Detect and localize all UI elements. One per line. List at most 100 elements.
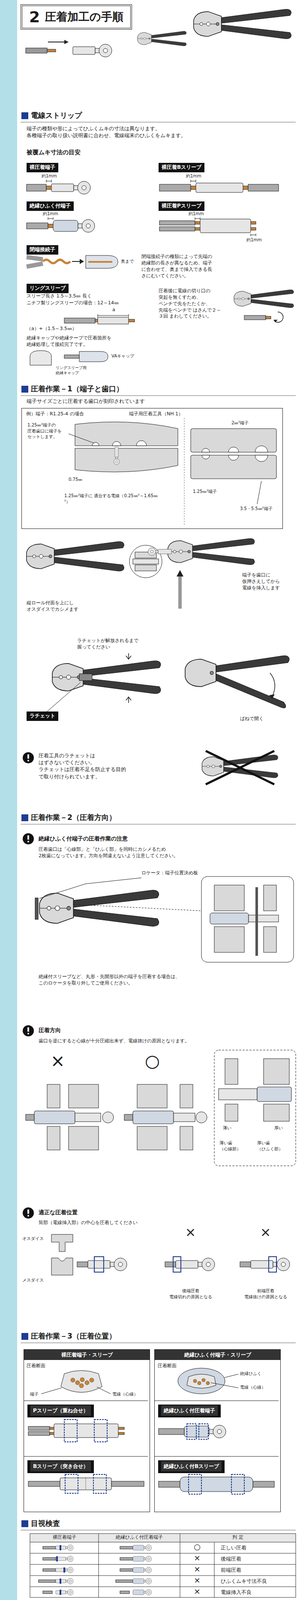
strip-figure bbox=[159, 220, 195, 225]
category-tag: 絶縁ひふく付圧着端子 bbox=[158, 1404, 221, 1418]
note-text: 端子 bbox=[30, 1391, 39, 1398]
locator-figure bbox=[214, 885, 245, 911]
node-text: 裸圧着端子 bbox=[29, 163, 56, 171]
category-tag: 絶縁ひふく付端子 bbox=[26, 201, 74, 211]
direction-figure bbox=[34, 1110, 75, 1124]
table-cell: 判 定 bbox=[180, 1534, 296, 1541]
position-figure bbox=[175, 1257, 215, 1271]
inspection-table bbox=[42, 1590, 53, 1594]
ratchet-figure bbox=[214, 673, 286, 708]
category-tag: リングスリーブ bbox=[26, 283, 69, 294]
node-text: 絶縁ひふく付圧着端子 bbox=[161, 1405, 218, 1416]
position-figure bbox=[51, 1257, 73, 1275]
direction-figure bbox=[180, 1084, 193, 1108]
inspection-table bbox=[59, 1578, 62, 1584]
direction-figure bbox=[263, 1104, 290, 1122]
dimension-label: 約1mm bbox=[246, 237, 262, 243]
crimp-position-figure bbox=[201, 1378, 206, 1382]
note-text: 絶縁キャップや絶縁テープで圧着箇所を 絶縁処理して接続完了です。 bbox=[26, 335, 130, 348]
direction-figure bbox=[47, 1084, 60, 1108]
node-text: 端子用圧着工具（NH 1） bbox=[129, 411, 183, 418]
locator-figure bbox=[263, 885, 277, 911]
direction-figure bbox=[214, 1050, 296, 1166]
tool-use-figure bbox=[26, 538, 255, 609]
node-text: 絶縁ひふく付端子 bbox=[29, 202, 71, 210]
note-text: 2㎜²端子 bbox=[231, 420, 249, 426]
die-figure bbox=[190, 428, 277, 453]
note-text: 歯口を逆にすると心線が十分圧縮出来ず、電線抜けの原因となります。 bbox=[38, 1038, 190, 1045]
direction-figure bbox=[225, 1104, 238, 1122]
inspection-table bbox=[55, 1578, 74, 1584]
warning-icon bbox=[22, 1025, 34, 1037]
direction-figure bbox=[137, 1084, 168, 1108]
note-text: 圧着工具のラチェットは はずさないでください。 ラチェットは圧着不足を防止する目… bbox=[38, 752, 133, 780]
crimp-position-figure bbox=[84, 1380, 90, 1385]
note-text: リングスリーブ用 絶縁キャップ bbox=[55, 365, 103, 376]
category-tag: 裸圧着Pスリーブ bbox=[158, 201, 205, 211]
table-panel: 絶縁ひふく付端子・スリーブ絶縁ひふく付圧着端子絶縁ひふく付Bスリーブ bbox=[154, 1349, 281, 1512]
inspection-table bbox=[120, 1590, 130, 1594]
locator-figure bbox=[210, 912, 249, 924]
crimp-position-figure bbox=[186, 1374, 216, 1389]
node-text: 閉端接続子 bbox=[29, 246, 56, 253]
strip-figure bbox=[88, 261, 113, 263]
node-text: 裸圧着Pスリーブ bbox=[161, 202, 202, 210]
node-text: 2 bbox=[29, 7, 40, 27]
direction-figure bbox=[124, 1114, 133, 1121]
ratchet-figure bbox=[270, 672, 275, 697]
crimp-position-figure bbox=[65, 1474, 78, 1494]
dimension-label: （a）+（1.5～3.5㎜） bbox=[26, 325, 77, 333]
direction-figure bbox=[218, 1088, 258, 1100]
category-tag: 裸圧着端子 bbox=[26, 162, 59, 173]
position-figure bbox=[77, 1261, 88, 1267]
ratchet-figure bbox=[47, 653, 290, 712]
crimp-position-figure bbox=[184, 1425, 226, 1438]
locator-figure bbox=[214, 926, 245, 953]
die-figure bbox=[136, 440, 147, 446]
crimp-position-figure bbox=[28, 1426, 50, 1431]
locator-figure bbox=[35, 876, 294, 963]
heading-rule bbox=[20, 395, 296, 396]
heading-mark bbox=[21, 814, 29, 822]
inspection-table bbox=[55, 1544, 74, 1551]
strip-figure bbox=[159, 226, 195, 231]
strip-figure bbox=[250, 233, 256, 237]
judgement-mark: ○ bbox=[144, 1050, 160, 1071]
position-figure bbox=[87, 1257, 127, 1271]
section-heading: 圧着作業－1（端子と歯口） bbox=[30, 384, 124, 394]
inspection-table bbox=[59, 1545, 62, 1551]
locator-figure bbox=[255, 887, 258, 956]
header-illustration bbox=[25, 48, 48, 54]
node-text: リングスリーブ bbox=[29, 284, 66, 292]
note-text: 後端圧着 電線切れの原因となる bbox=[165, 1287, 217, 1300]
strip-figure bbox=[195, 183, 243, 193]
direction-figure bbox=[263, 1058, 290, 1085]
direction-figure bbox=[257, 1086, 292, 1102]
die-figure bbox=[68, 433, 95, 444]
position-figure bbox=[165, 1261, 176, 1267]
dimension-label: 約1mm bbox=[41, 173, 57, 180]
side-band bbox=[0, 0, 18, 1600]
inspection-table bbox=[132, 1589, 152, 1596]
die-figure bbox=[201, 445, 268, 453]
inspection-table bbox=[55, 1566, 74, 1573]
note-text: VAキャップ bbox=[111, 353, 135, 360]
direction-figure bbox=[68, 1084, 99, 1108]
note-text: 電線（心線） bbox=[240, 1384, 266, 1391]
strip-figure bbox=[42, 259, 71, 264]
crimp-position-figure bbox=[231, 1474, 245, 1494]
crimp-position-figure bbox=[188, 1474, 202, 1494]
inspection-table bbox=[59, 1589, 62, 1595]
crimp-position-figure bbox=[158, 1428, 185, 1435]
crimp-position-figure bbox=[60, 1477, 112, 1490]
dimension-label: 0.75㎜ bbox=[68, 476, 83, 483]
table-cell: 前端圧着 bbox=[220, 1566, 242, 1574]
strip-figure bbox=[26, 222, 48, 229]
crimp-position-figure bbox=[64, 1419, 78, 1442]
strip-figure bbox=[46, 179, 52, 183]
ratchet-figure bbox=[214, 655, 290, 672]
warning-icon bbox=[22, 752, 34, 1219]
table-cell: ひふくムキ寸法不良 bbox=[220, 1577, 267, 1585]
warning-icon bbox=[22, 833, 34, 845]
ratchet-figure bbox=[185, 659, 216, 687]
